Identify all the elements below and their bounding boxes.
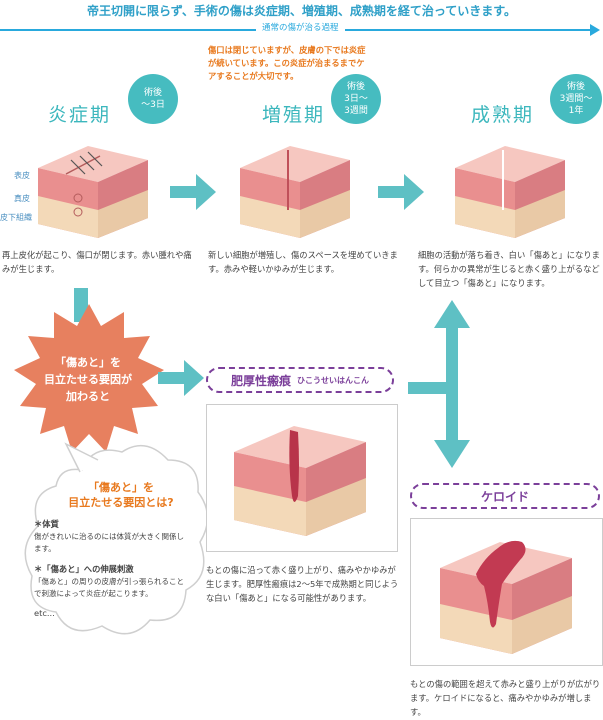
skin-block-inflammation: [38, 146, 148, 238]
branch-horizontal: [408, 382, 458, 394]
cloud-title: 「傷あと」を 目立たせる要因とは?: [68, 481, 174, 509]
arrow-burst-to-hypertrophic: [158, 360, 204, 396]
skin-block-maturation: [455, 146, 565, 238]
stage-desc-proliferation: 新しい細胞が増殖し、傷のスペースを埋めていきます。赤みや軽いかゆみが生じます。: [208, 250, 398, 274]
stage-desc-inflammation: 再上皮化が起こり、傷口が閉じます。赤い腫れや痛みが生じます。: [2, 250, 192, 274]
process-label: 通常の傷が治る過程: [256, 21, 345, 33]
stage-desc-maturation: 細胞の活動が落ち着き、白い「傷あと」になります。何らかの異常が生じると赤く盛り上…: [418, 250, 600, 288]
cloud-item2-title: ＊「傷あと」への伸展刺激: [34, 564, 134, 574]
cloud-etc: etc...: [34, 608, 55, 618]
inflammation-note: 傷口は閉じていますが、皮膚の下では炎症が続いています。この炎症が治まるまでケアす…: [208, 45, 366, 81]
keloid-desc: もとの傷の範囲を超えて赤みと盛り上がりが広がります。ケロイドになると、痛みやかゆ…: [410, 679, 601, 717]
layer-label-dermis: 真皮: [14, 194, 30, 203]
factor-burst: [14, 304, 164, 452]
skin-block-keloid: [440, 540, 572, 654]
branch-up-shaft: [446, 326, 458, 386]
branch-down-arrow: [434, 440, 470, 468]
layer-label-subcutaneous: 皮下組織: [0, 213, 32, 222]
badge-inflammation: 術後〜3日: [128, 74, 178, 124]
header-text: 帝王切開に限らず、手術の傷は炎症期、増殖期、成熟期を経て治っていきます。: [86, 4, 517, 18]
layer-label-epidermis: 表皮: [14, 171, 30, 180]
process-arrow-head: [590, 24, 600, 36]
skin-block-proliferation: [240, 146, 350, 238]
arrow-stage2-to-3: [378, 174, 424, 210]
factor-cloud: [24, 442, 209, 635]
cloud-item2-text: 「傷あと」の周りの皮膚が引っ張られることで刺激によって炎症が起こります。: [34, 577, 184, 598]
hypertrophic-tag: 肥厚性瘢痕 ひこうせいはんこん: [206, 367, 394, 393]
stage-title-maturation: 成熟期: [471, 104, 535, 126]
factor-burst-text: 「傷あと」を 目立たせる要因が 加わると: [44, 356, 132, 403]
arrow-stage1-to-2: [170, 174, 216, 210]
branch-down-shaft: [446, 392, 458, 442]
branch-up-arrow: [434, 300, 470, 328]
skin-block-hypertrophic: [234, 426, 366, 536]
stage-title-proliferation: 増殖期: [262, 104, 326, 126]
stage-title-inflammation: 炎症期: [48, 104, 112, 126]
hypertrophic-desc: もとの傷に沿って赤く盛り上がり、痛みやかゆみが生じます。肥厚性瘢痕は2〜5年で成…: [206, 565, 399, 603]
cloud-item1-title: ＊体質: [34, 519, 59, 529]
keloid-tag: ケロイド: [410, 483, 600, 509]
cloud-item1-text: 傷がきれいに治るのには体質が大きく関係します。: [34, 532, 184, 553]
